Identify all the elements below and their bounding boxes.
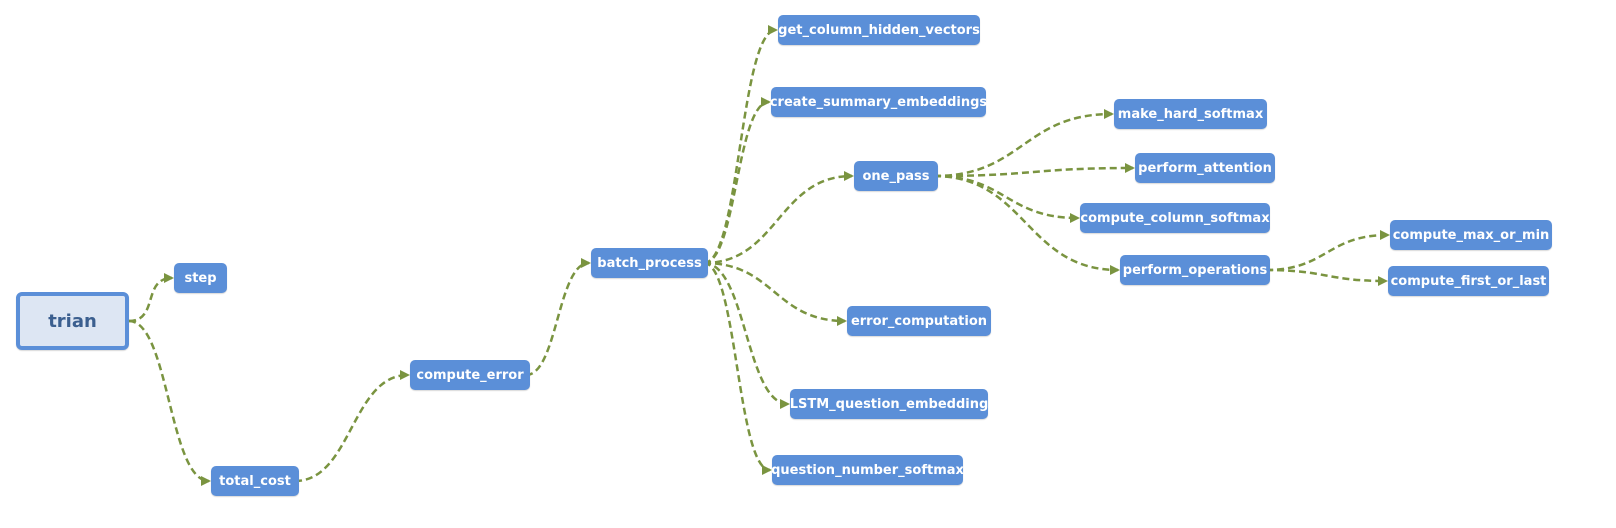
edge-total_cost-to-compute_error: [294, 370, 410, 483]
edge-batch_process-to-get_column_hidden_vectors: [703, 25, 778, 265]
node-batch-process[interactable]: batch_process: [591, 248, 708, 278]
node-compute-max-or-min[interactable]: compute_max_or_min: [1390, 220, 1552, 250]
edge-one_pass-to-compute_column_softmax: [933, 174, 1080, 223]
edge-one_pass-to-make_hard_softmax: [933, 109, 1114, 178]
node-error-computation[interactable]: error_computation: [847, 306, 991, 336]
node-step[interactable]: step: [174, 263, 227, 293]
edge-batch_process-to-one_pass: [703, 171, 854, 265]
node-compute-column-softmax[interactable]: compute_column_softmax: [1080, 203, 1270, 233]
node-question-number-softmax[interactable]: question_number_softmax: [771, 455, 964, 485]
edge-perform_operations-to-compute_max_or_min: [1265, 230, 1390, 272]
edge-batch_process-to-create_summary_embeddings: [703, 97, 771, 265]
node-perform-operations[interactable]: perform_operations: [1120, 255, 1270, 285]
edge-one_pass-to-perform_attention: [933, 163, 1135, 178]
node-total-cost[interactable]: total_cost: [211, 466, 299, 496]
node-one-pass[interactable]: one_pass: [854, 161, 938, 191]
node-create-summary-embeddings[interactable]: create_summary_embeddings: [770, 87, 987, 117]
node-get-column-hidden-vectors[interactable]: get_column_hidden_vectors: [778, 15, 980, 45]
node-compute-first-or-last[interactable]: compute_first_or_last: [1388, 266, 1549, 296]
edge-trian-to-total_cost: [128, 319, 211, 486]
edge-batch_process-to-error_computation: [703, 261, 847, 326]
edge-perform_operations-to-compute_first_or_last: [1265, 268, 1388, 286]
node-lstm-question-embedding[interactable]: LSTM_question_embedding: [790, 389, 988, 419]
node-trian[interactable]: trian: [16, 292, 129, 350]
edge-trian-to-step: [128, 273, 174, 323]
edge-batch_process-to-question_number_softmax: [703, 261, 772, 475]
edge-one_pass-to-perform_operations: [933, 174, 1120, 275]
node-compute-error[interactable]: compute_error: [410, 360, 530, 390]
edge-batch_process-to-LSTM_question_embedding: [703, 261, 790, 409]
node-make-hard-softmax[interactable]: make_hard_softmax: [1114, 99, 1267, 129]
node-perform-attention[interactable]: perform_attention: [1135, 153, 1275, 183]
edge-compute_error-to-batch_process: [525, 258, 591, 377]
